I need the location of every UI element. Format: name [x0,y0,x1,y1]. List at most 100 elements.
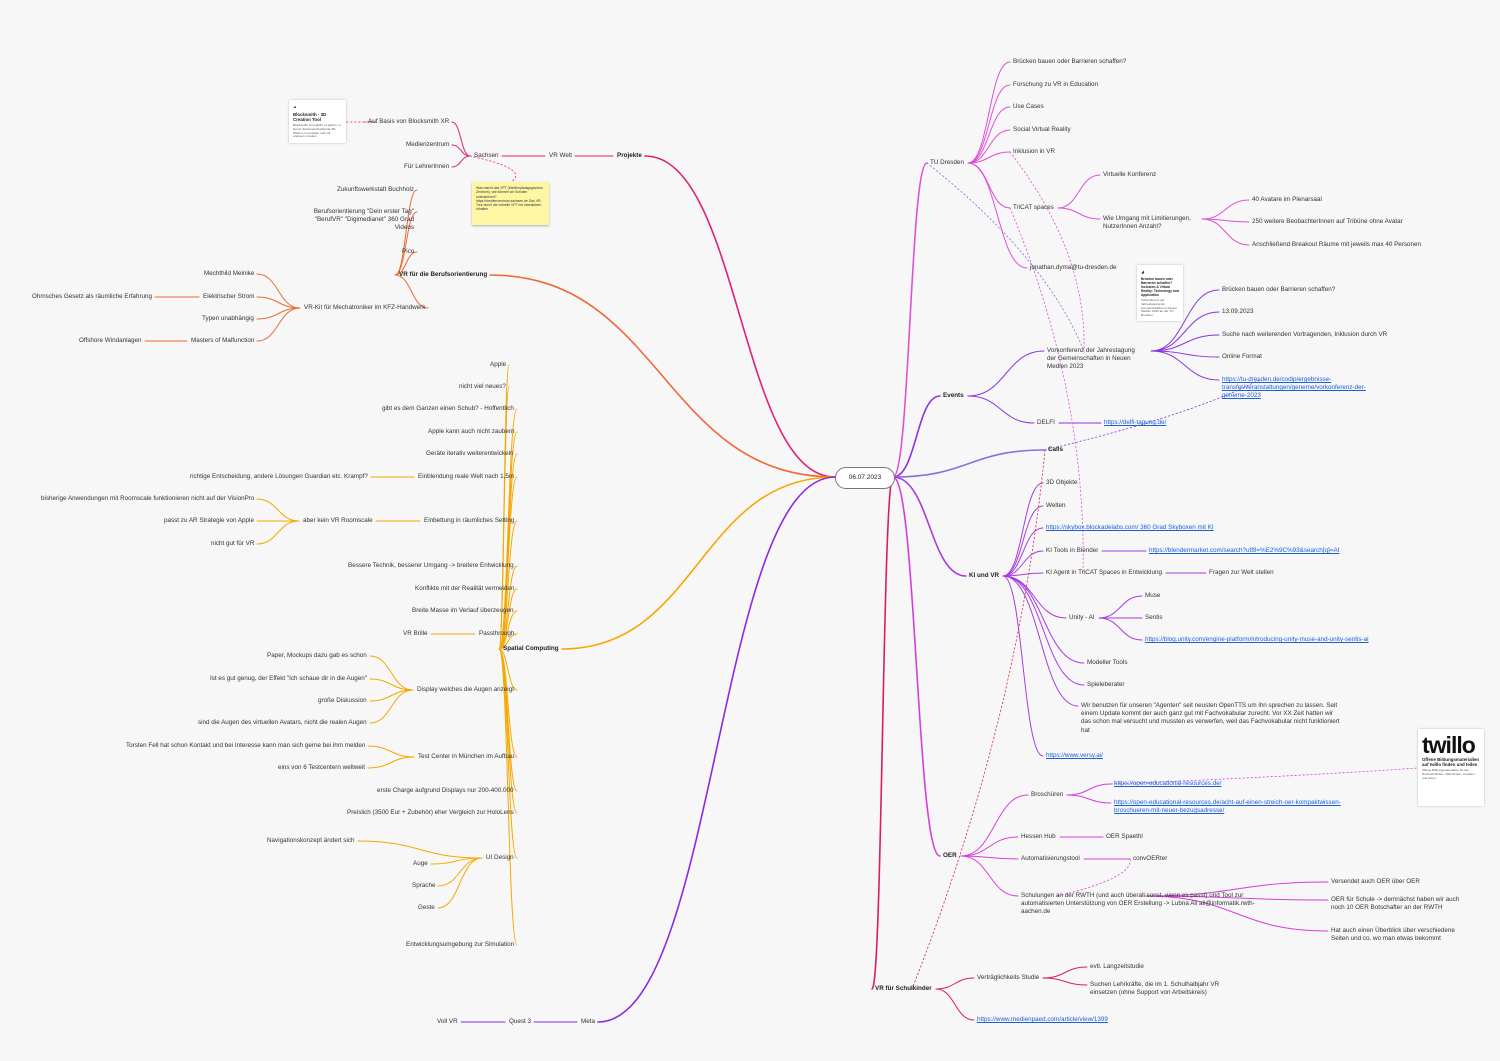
node-welten[interactable]: Welten [1046,501,1066,509]
node-autom[interactable]: Automatisierungstool [1021,854,1080,862]
node-versy[interactable]: https://www.versy.ai/ [1046,751,1103,759]
node-uidesign[interactable]: UI Design [486,853,514,861]
node-oerschule[interactable]: OER für Schule -> demnächst haben wir au… [1331,895,1460,912]
node-einsvon[interactable]: eins von 6 Testcentern weltweit [278,763,366,771]
blocksmith-link-card[interactable]: ▲ Blocksmith - 3D Creation Tool Blocksmi… [289,100,346,143]
node-navkonzept[interactable]: Navigationskonzept ändert sich [267,836,355,844]
node-apple[interactable]: Apple [490,360,507,368]
node-vrwelt[interactable]: VR Welt [549,151,572,159]
node-wieumg[interactable]: Wie Umgang mit Limitierungen, NutzerInne… [1103,214,1191,231]
node-brueck2[interactable]: Brücken bauen oder Barrieren schaffen? [1222,285,1336,293]
node-calls[interactable]: Calls [1048,445,1064,453]
node-suche[interactable]: Suche nach weiterenden Vortragenden, Ink… [1222,330,1388,338]
node-brosch[interactable]: Broschüren [1031,790,1064,798]
node-konflikte[interactable]: Konflikte mit der Realität vermeiden [415,584,515,592]
node-auge[interactable]: Auge [413,859,428,867]
node-oerspaeth[interactable]: OER Spaethl [1106,832,1143,840]
node-paper[interactable]: Paper, Mockups dazu gab es schon [267,651,367,659]
node-beobachter[interactable]: 250 weitere BeobachterInnen auf Tribüne … [1252,217,1403,225]
node-display[interactable]: Display welches die Augen anzeigt [417,685,514,693]
node-hatauch[interactable]: Hat auch einen Überblick über verschiede… [1331,926,1455,943]
node-blocksmith[interactable]: Auf Basis von Blocksmith XR [368,117,450,125]
node-vorkonf[interactable]: Vorkonferenz der Jahrestagung der Gemein… [1047,346,1135,371]
node-vrbrille[interactable]: VR Brille [403,629,428,637]
tu-dresden-link-card[interactable]: ◢ Brücken bauen oder Barrieren schaffen?… [1137,265,1183,321]
node-medienpaed[interactable]: https://www.medienpaed.com/article/view/… [977,1015,1108,1023]
node-spielb[interactable]: Spieleberater [1087,680,1125,688]
node-zukunft[interactable]: Zukunftswerkstatt Buchholz [337,185,414,193]
node-muse[interactable]: Muse [1145,591,1161,599]
node-schulungen[interactable]: Schulungen an der RWTH (und auch überall… [1021,891,1255,916]
node-delfi[interactable]: DELFI [1037,418,1055,426]
node-einblend[interactable]: Einblendung reale Welt nach 1,5m [418,472,515,480]
node-modeller[interactable]: Modeller Tools [1087,658,1128,666]
node-events[interactable]: Events [943,391,964,399]
node-preislich[interactable]: Preislich (3500 Eur + Zubehör) eher Verg… [347,808,514,816]
node-ohm[interactable]: Ohmsches Gesetz als räumliche Erfahrung [32,292,153,300]
node-sachsen[interactable]: Sachsen [474,151,499,159]
node-entwumg[interactable]: Entwicklungsumgebung zur Simulation [406,940,515,948]
node-online[interactable]: Online Format [1222,352,1262,360]
node-applekann[interactable]: Apple kann auch nicht zaubern [428,427,515,435]
node-skybox[interactable]: https://skybox.blockadelabs.com/ 360 Gra… [1046,523,1214,531]
node-passthrough[interactable]: Passthrough [479,629,515,637]
node-hessen[interactable]: Hessen Hub [1021,832,1056,840]
node-forschung[interactable]: Forschung zu VR in Education [1013,80,1099,88]
node-sentis[interactable]: Sentis [1145,613,1163,621]
node-roomscale[interactable]: aber kein VR Roomscale [303,516,373,524]
node-pico[interactable]: Pico [402,247,415,255]
node-openTTS[interactable]: Wir benutzen für unseren "Agenten" seit … [1081,701,1340,734]
node-medienzentrum[interactable]: Medienzentrum [406,140,450,148]
node-evtl[interactable]: evtl. Langzeitstudie [1090,962,1144,970]
node-usecases[interactable]: Use Cases [1013,102,1044,110]
node-tu[interactable]: TU Dresden [930,158,964,166]
node-typen[interactable]: Typen unabhängig [202,314,254,322]
node-grosse[interactable]: große Diskussion [318,696,367,704]
node-inklusion[interactable]: Inklusion in VR [1013,147,1055,155]
node-schul[interactable]: VR für Schulkinder [875,984,932,992]
node-suchen[interactable]: Suchen Lehrkräfte, die im 1. Schulhalbja… [1090,980,1220,997]
node-dein[interactable]: Berufsorientierung "Dein erster Tag" "Be… [313,207,414,232]
node-vertraeg[interactable]: Verträglichkeits Studie [977,973,1040,981]
node-d3[interactable]: 3D Objekte [1046,478,1078,486]
node-ki[interactable]: KI und VR [969,571,1000,579]
node-tulink[interactable]: https://tu-dresden.de/codip/ergebnisse- … [1222,375,1366,400]
node-convoer[interactable]: convOERter [1133,854,1168,862]
node-unitylink[interactable]: https://blog.unity.com/engine-platform/i… [1145,635,1369,643]
node-oerlink1[interactable]: https://open-educational-resources.de/ [1114,779,1222,787]
node-berufs[interactable]: VR für die Berufsorientierung [399,270,488,278]
node-geste[interactable]: Geste [418,903,435,911]
node-fragen[interactable]: Fragen zur Welt stellen [1209,568,1274,576]
node-kiblender[interactable]: KI Tools in Blender [1046,546,1099,554]
node-offshore[interactable]: Offshore Windanlagen [79,336,142,344]
node-breite[interactable]: Breite Masse im Verlauf überzeugen [412,606,514,614]
node-nichtgut[interactable]: nicht gut für VR [211,539,255,547]
node-bisherige[interactable]: bisherige Anwendungen mit Roomscale funk… [41,494,255,502]
node-nichtneu[interactable]: nicht viel neues? [459,382,506,390]
node-brueck1[interactable]: Brücken bauen oder Barrieren schaffen? [1013,57,1127,65]
node-spatial[interactable]: Spatial Computing [503,644,559,652]
node-sinddie[interactable]: sind die Augen des virtuellen Avatars, n… [198,718,367,726]
node-geraete[interactable]: Geräte iterativ weiterentwickeln [426,449,514,457]
node-lehrer[interactable]: Für LehrerInnen [404,162,450,170]
node-testcenter[interactable]: Test Center in München im Aufbau [418,752,515,760]
node-quest3[interactable]: Quest 3 [509,1017,532,1025]
node-avatare[interactable]: 40 Avatare im Plenarsaal [1252,195,1322,203]
node-virtkonf[interactable]: Virtuelle Konferenz [1103,170,1157,178]
center-node[interactable]: 06.07.2023 [835,467,895,489]
node-meta[interactable]: Meta [581,1017,595,1025]
node-masters[interactable]: Masters of Malfunction [191,336,255,344]
node-delfilink[interactable]: https://delfi-tagung.de/ [1104,418,1167,426]
twillo-link-card[interactable]: twillo Offene Bildungsmaterialien auf tw… [1418,729,1484,806]
node-blenderlink[interactable]: https://blendermarket.com/search?utf8=%E… [1149,546,1340,554]
node-einbett[interactable]: Einbettung in räumliches Setting [424,516,515,524]
sticky-note[interactable]: Was macht das VPT (Medienpädagogisches Z… [472,182,549,225]
node-projekte[interactable]: Projekte [617,151,642,159]
node-datum[interactable]: 13.09.2023 [1222,307,1254,315]
node-torsten[interactable]: Torsten Fell hat schon Kontakt und bei I… [126,741,366,749]
node-sprache[interactable]: Sprache [412,881,436,889]
node-jonathan[interactable]: jonathan.dyma@tu-dresden.de [1030,263,1117,271]
node-vrkit[interactable]: VR-Kit für Mechatroniker im KFZ-Handwerk [304,303,426,311]
node-gibtes[interactable]: gibt es dem Ganzen einen Schub? - Hoffen… [382,404,514,412]
node-breakout[interactable]: Anschließend Breakout Räume mit jeweils … [1252,240,1422,248]
